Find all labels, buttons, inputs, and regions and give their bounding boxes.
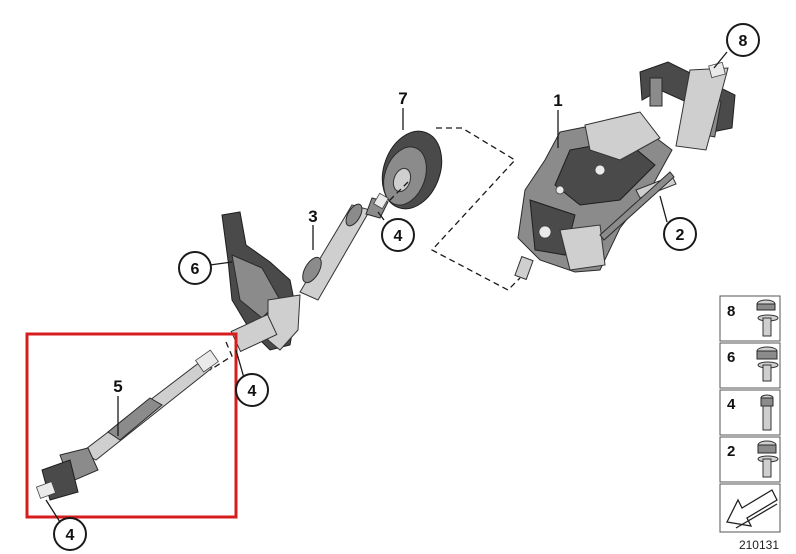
steering-column-assembly[interactable] [514, 61, 736, 281]
legend-label-6: 6 [727, 349, 735, 366]
svg-text:2: 2 [676, 227, 685, 244]
bolt-8-icon [756, 299, 779, 337]
callout-2: 2 [663, 217, 697, 251]
svg-text:6: 6 [191, 261, 200, 278]
lower-steering-shaft[interactable] [35, 349, 219, 501]
bolt-2-icon [757, 440, 779, 478]
support-bracket[interactable] [221, 211, 301, 353]
callout-4-middle: 4 [235, 373, 269, 407]
callout-7: 7 [398, 89, 407, 108]
legend-label-2: 2 [727, 443, 735, 460]
leader-lines [45, 51, 728, 523]
svg-text:4: 4 [248, 383, 257, 400]
legend-label-8: 8 [727, 303, 735, 320]
column-cover-seal[interactable] [372, 123, 452, 217]
svg-text:4: 4 [394, 228, 403, 245]
callout-8: 8 [726, 23, 760, 57]
intermediate-shaft[interactable] [299, 192, 389, 301]
highlight-box [25, 332, 238, 519]
reference-number: 210131 [739, 538, 779, 552]
orientation-arrow-icon [726, 489, 778, 529]
fastener-legend: 8 6 4 2 [719, 295, 781, 533]
callout-6: 6 [178, 251, 212, 285]
callout-1: 1 [553, 91, 562, 110]
bolt-6-icon [756, 346, 779, 382]
callout-3: 3 [308, 207, 317, 226]
callout-5: 5 [113, 377, 122, 396]
callout-4-top: 4 [381, 218, 415, 252]
bolt-4-icon [760, 394, 774, 431]
assembly-dash-lines [209, 127, 521, 371]
svg-text:8: 8 [739, 33, 748, 50]
svg-text:4: 4 [66, 527, 75, 544]
callout-4-bottom: 4 [53, 517, 87, 551]
legend-label-4: 4 [727, 396, 736, 413]
